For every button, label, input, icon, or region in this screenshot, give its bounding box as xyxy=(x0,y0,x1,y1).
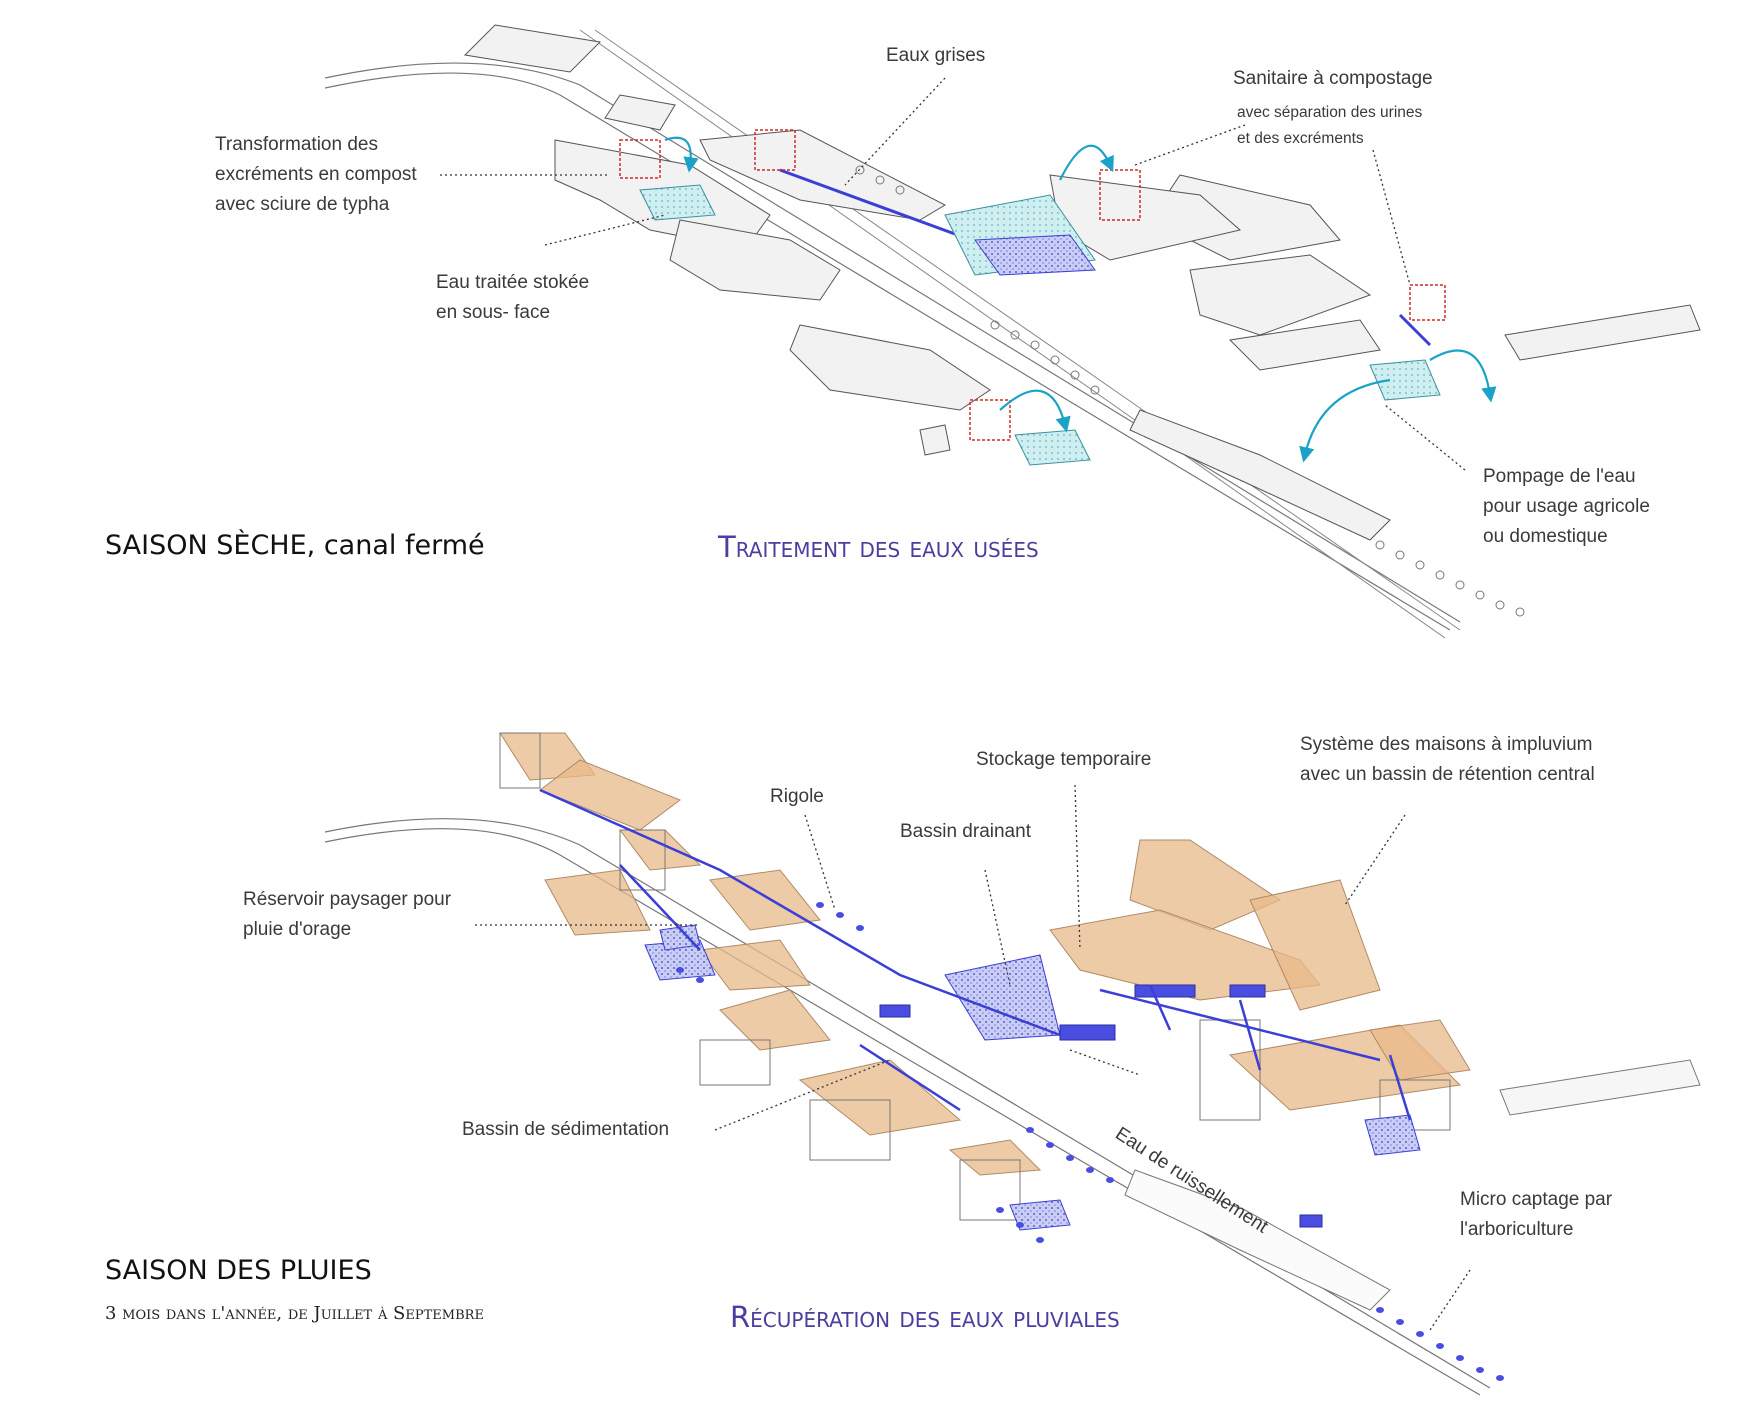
dry-pipe xyxy=(1398,313,1432,347)
dry-road xyxy=(324,72,1451,631)
dry-canal-line-2 xyxy=(594,29,1461,631)
rainy-basins xyxy=(644,924,1421,1231)
dry-building xyxy=(463,24,602,73)
dry-building xyxy=(1228,319,1381,371)
rainy-roofs xyxy=(499,732,1471,1176)
dry-toilet xyxy=(619,129,1446,441)
label-temp-storage: Stockage temporaire xyxy=(976,749,1152,770)
dry-leaders xyxy=(440,77,1466,471)
dry-season-title: SAISON SÈCHE, canal fermé xyxy=(105,530,485,561)
dry-season-drawing xyxy=(324,24,1701,639)
rainy-theme-title: Récupération des eaux pluviales xyxy=(730,1300,1120,1334)
rainy-pipes xyxy=(539,788,1412,1121)
rainy-volumes xyxy=(499,732,1701,1311)
dry-building xyxy=(789,324,991,411)
label-treated-water: Eau traitée stokée en sous- face xyxy=(436,272,590,323)
dry-trees xyxy=(855,165,1525,617)
label-draining-basin: Bassin drainant xyxy=(900,821,1031,842)
rainy-road-edge xyxy=(324,818,1491,1389)
dry-greywater-pipe xyxy=(779,168,986,247)
label-micro-capture: Micro captage par l'arboriculture xyxy=(1460,1189,1613,1240)
rainy-road xyxy=(324,828,1481,1396)
label-compost-transform: Transformation des excréments en compost… xyxy=(215,134,417,215)
dry-basin-large-blue xyxy=(974,234,1096,276)
dry-canal-line-1 xyxy=(579,29,1446,639)
label-compost-toilet-detail: avec séparation des urines et des excrém… xyxy=(1237,104,1423,147)
dry-building xyxy=(604,94,676,131)
dry-basin xyxy=(639,184,716,221)
dry-theme-title: Traitement des eaux usées xyxy=(718,530,1039,564)
label-sedimentation: Bassin de sédimentation xyxy=(462,1119,670,1140)
dry-building xyxy=(1189,254,1372,336)
rainy-season-title: SAISON DES PLUIES xyxy=(105,1255,372,1286)
label-rigole: Rigole xyxy=(770,786,824,807)
dry-road-edge xyxy=(324,62,1461,623)
dry-basin xyxy=(1369,359,1441,401)
dry-arrows xyxy=(664,136,1497,463)
dry-building xyxy=(1504,304,1701,361)
dry-building xyxy=(919,424,951,456)
label-compost-toilet: Sanitaire à compostage xyxy=(1233,68,1433,89)
label-grey-water: Eaux grises xyxy=(886,45,986,66)
rainy-trees xyxy=(676,902,1504,1381)
dry-building xyxy=(669,219,841,301)
rainy-leaders xyxy=(475,784,1471,1331)
rainy-season-drawing xyxy=(324,732,1701,1396)
label-pumping: Pompage de l'eau pour usage agricole ou … xyxy=(1483,466,1650,547)
label-storm-reservoir: Réservoir paysager pour pluie d'orage xyxy=(243,889,452,940)
rainy-storage xyxy=(879,984,1323,1228)
dry-building xyxy=(1129,409,1391,541)
label-impluvium: Système des maisons à impluvium avec un … xyxy=(1300,734,1595,785)
dry-basin xyxy=(1014,429,1091,466)
rainy-season-subtitle: 3 mois dans l'année, de Juillet à Septem… xyxy=(105,1303,484,1324)
